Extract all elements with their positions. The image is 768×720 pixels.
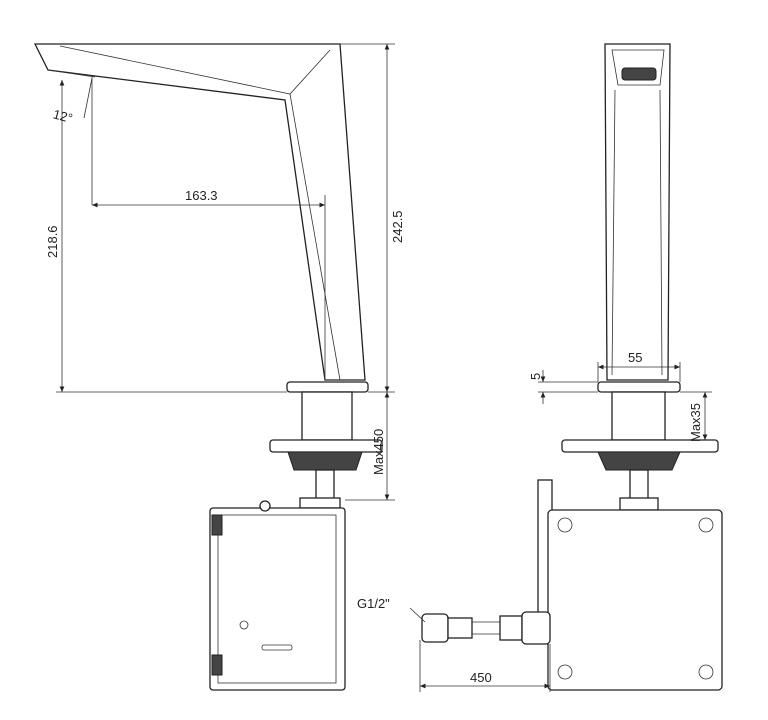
stem xyxy=(301,391,353,441)
front-view: 55 5 Max35 G1/2" 450 xyxy=(357,43,723,692)
base-plate xyxy=(286,381,369,393)
supply-hose xyxy=(421,611,551,645)
hose-length-label: 450 xyxy=(470,670,492,685)
angle-label: 12° xyxy=(51,106,74,126)
max-side-label: Max450 xyxy=(371,429,386,475)
reach-label: 163.3 xyxy=(185,188,218,203)
side-view: 12° 163.3 218.6 242.5 Max450 xyxy=(33,43,405,691)
thread-label: G1/2" xyxy=(357,596,390,611)
outlet-height-label: 218.6 xyxy=(45,225,60,258)
base-plate-front xyxy=(597,381,681,393)
valve-shaft xyxy=(315,469,335,501)
control-box-front xyxy=(547,509,723,691)
base-width-label: 55 xyxy=(628,350,642,365)
mounting-flange xyxy=(269,439,383,453)
mounting-nut xyxy=(287,451,363,471)
control-box xyxy=(209,507,346,691)
base-thickness-label: 5 xyxy=(528,373,543,380)
spout-front xyxy=(604,43,671,381)
max-deck-label: Max35 xyxy=(688,403,703,442)
spout-body xyxy=(33,43,366,381)
total-height-label: 242.5 xyxy=(390,210,405,243)
